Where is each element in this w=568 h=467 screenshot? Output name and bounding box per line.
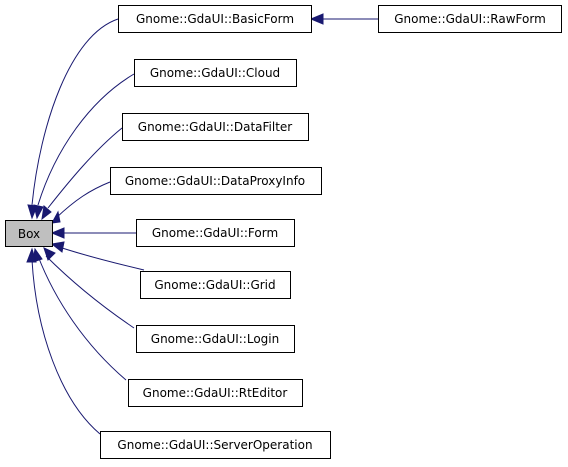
- edge-login-to-box: [45, 255, 135, 329]
- node-grid[interactable]: Gnome::GdaUI::Grid: [140, 271, 291, 299]
- node-cloud-rect: [134, 59, 297, 87]
- node-cloud-label: Gnome::GdaUI::Cloud: [150, 66, 280, 80]
- nodes: Box Gnome::GdaUI::BasicForm Gnome::GdaUI…: [5, 5, 562, 459]
- node-form-rect: [136, 219, 295, 247]
- node-form[interactable]: Gnome::GdaUI::Form: [136, 219, 295, 247]
- node-box[interactable]: Box: [5, 220, 53, 247]
- arrowhead-dataproxyinfo: [51, 210, 61, 224]
- node-form-label: Gnome::GdaUI::Form: [152, 226, 278, 240]
- arrowhead-cloud: [33, 204, 44, 220]
- node-dataproxyinfo-label: Gnome::GdaUI::DataProxyInfo: [125, 174, 305, 188]
- edge-basicform-to-box: [31, 18, 119, 206]
- node-box-rect: [5, 220, 53, 247]
- node-grid-rect: [140, 271, 291, 299]
- node-dataproxyinfo-rect: [110, 167, 322, 195]
- node-rteditor-rect: [128, 379, 303, 407]
- node-serveroperation-rect: [100, 431, 331, 459]
- node-basicform-label: Gnome::GdaUI::BasicForm: [136, 12, 294, 26]
- node-rawform-rect: [378, 5, 562, 33]
- node-datafilter-rect: [122, 113, 309, 141]
- edges: [26, 13, 378, 435]
- node-rteditor-label: Gnome::GdaUI::RtEditor: [143, 386, 288, 400]
- node-rawform[interactable]: Gnome::GdaUI::RawForm: [378, 5, 562, 33]
- arrowhead-serveroperation: [26, 247, 37, 263]
- node-dataproxyinfo[interactable]: Gnome::GdaUI::DataProxyInfo: [110, 167, 322, 195]
- edge-serveroperation-to-box: [31, 259, 101, 435]
- node-serveroperation-label: Gnome::GdaUI::ServerOperation: [117, 438, 312, 452]
- arrowhead-form: [50, 227, 65, 239]
- node-login[interactable]: Gnome::GdaUI::Login: [136, 325, 295, 353]
- node-grid-label: Gnome::GdaUI::Grid: [154, 278, 275, 292]
- node-basicform-rect: [118, 5, 312, 33]
- edge-rteditor-to-box: [37, 255, 127, 381]
- node-datafilter-label: Gnome::GdaUI::DataFilter: [138, 120, 293, 134]
- node-datafilter[interactable]: Gnome::GdaUI::DataFilter: [122, 113, 309, 141]
- node-rteditor[interactable]: Gnome::GdaUI::RtEditor: [128, 379, 303, 407]
- edge-cloud-to-box: [37, 73, 135, 206]
- node-serveroperation[interactable]: Gnome::GdaUI::ServerOperation: [100, 431, 331, 459]
- node-rawform-label: Gnome::GdaUI::RawForm: [394, 12, 546, 26]
- arrowhead-rawform: [309, 13, 324, 25]
- node-box-label: Box: [18, 227, 40, 241]
- node-login-rect: [136, 325, 295, 353]
- node-basicform[interactable]: Gnome::GdaUI::BasicForm: [118, 5, 312, 33]
- edge-grid-to-box: [55, 245, 145, 271]
- edge-datafilter-to-box: [47, 127, 123, 209]
- node-cloud[interactable]: Gnome::GdaUI::Cloud: [134, 59, 297, 87]
- arrowhead-grid: [50, 241, 65, 253]
- arrowhead-login: [43, 247, 56, 261]
- arrowhead-datafilter: [41, 205, 52, 221]
- node-login-label: Gnome::GdaUI::Login: [151, 332, 279, 346]
- edge-dataproxyinfo-to-box: [55, 181, 111, 219]
